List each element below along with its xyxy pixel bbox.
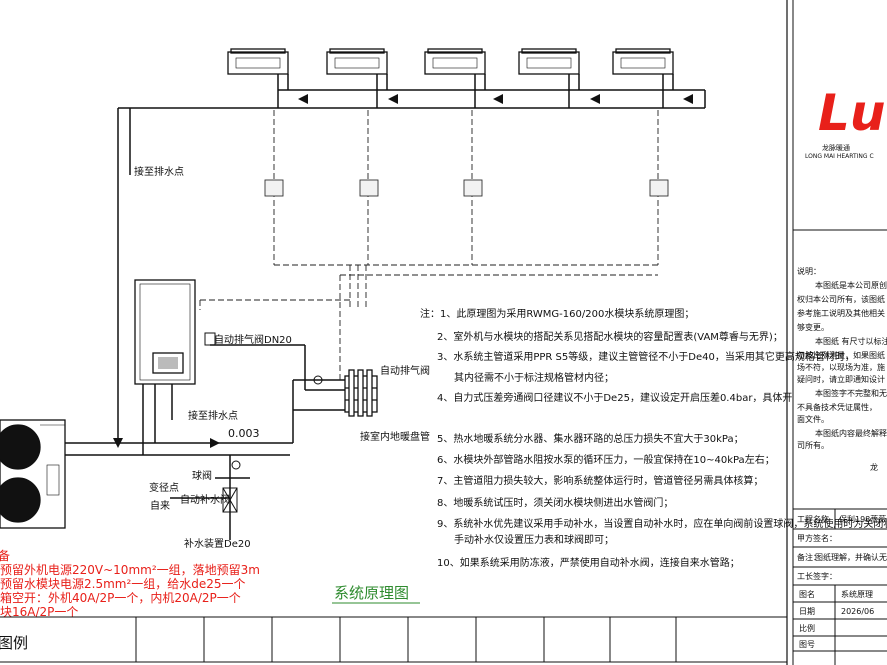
notes-line: 本图签字不完整和无照	[815, 388, 887, 398]
thermostat	[463, 179, 483, 197]
label-ball-valve: 球阀	[192, 469, 212, 482]
piping	[65, 74, 706, 540]
label-make-up-valve: 自动补水阀	[180, 493, 230, 506]
power-line: 预留外机电源220V~10mm²一组，落地预留3m	[0, 563, 260, 577]
make-up-valve	[222, 487, 238, 513]
thermostat	[359, 179, 379, 197]
flow-arrows	[113, 94, 693, 448]
notes-line: 司所有。	[797, 440, 829, 450]
notes-line: 勿按比例测量，如果图纸	[797, 350, 885, 360]
label-auto-vent: 自动排气阀DN20	[214, 333, 292, 346]
note-line: 4、自力式压差旁通阀口径建议不小于De25，建议设定开启压差0.4bar，具体开	[437, 391, 792, 404]
label-make-up-device: 补水装置De20	[184, 537, 251, 550]
note-line: 手动补水仅设置压力表和球阀即可；	[454, 533, 614, 546]
tb-label-client-sign: 甲方签名：	[797, 533, 837, 543]
notes-line: 面文件。	[797, 414, 829, 424]
thermostat	[649, 179, 669, 197]
wall-thermostats	[264, 179, 669, 197]
designer-sign: 龙	[870, 462, 878, 472]
label-drain-top: 接至排水点	[134, 165, 184, 178]
tb-label-foreman-sign: 工长签字：	[797, 571, 837, 581]
notes-title: 说明：	[797, 266, 821, 276]
tb-label-project: 工程名称	[797, 514, 829, 524]
note-line: 2、室外机与水模块的搭配关系见搭配水模块的容量配置表(VAM尊睿与无界)；	[437, 330, 783, 343]
valves	[204, 332, 323, 513]
notes-line: 权归本公司所有，该图纸	[797, 294, 885, 304]
notes-line: 本图纸是本公司原创，	[815, 280, 887, 290]
label-manifold: 接室内地暖盘管	[360, 430, 430, 443]
pressure-gauge	[313, 375, 323, 385]
label-pressure-point: 变径点	[149, 481, 179, 494]
pressure-gauge	[231, 460, 241, 470]
fan-coil-unit	[612, 48, 674, 75]
power-prefix: 备	[0, 549, 10, 563]
fan-coil-unit	[326, 48, 388, 75]
tb-label-scale: 比例	[799, 623, 815, 633]
notes-line: 够变更。	[797, 322, 829, 332]
power-line: 块16A/2P一个	[0, 605, 78, 619]
tb-label-remark: 备注：	[797, 552, 821, 562]
thermostat	[264, 179, 284, 197]
notes-line: 场不符，以现场为准，施	[797, 362, 885, 372]
water-module	[134, 279, 196, 385]
label-tap-water: 自来	[150, 499, 170, 512]
note-line: 6、水模块外部管路水阻按水泵的循环压力，一般宜保持在10~40kPa左右；	[437, 453, 775, 466]
note-line: 8、地暖系统试压时，须关闭水模块侧进出水管阀门；	[437, 496, 673, 509]
tb-value-project: 保利198蔷薇	[839, 514, 886, 524]
auto-vent-valve	[204, 332, 216, 346]
label-slope: 0.003	[228, 427, 260, 440]
outdoor-unit	[0, 419, 66, 529]
company-name-en: LONG MAI HEARTING C	[805, 153, 874, 160]
notes-line: 疑问时，请立即通知设计	[797, 374, 885, 384]
note-line: 3、水系统主管道采用PPR S5等级，建议主管管径不小于De40，当采用其它更高…	[437, 350, 855, 363]
tb-label-date: 日期	[799, 607, 815, 616]
fan-coil-unit	[424, 48, 486, 75]
legend-strip	[0, 616, 787, 663]
design-notes: 注：1、此原理图为采用RWMG-160/200水模块系统原理图； 2、室外机与水…	[420, 307, 887, 569]
note-line: 注：1、此原理图为采用RWMG-160/200水模块系统原理图；	[420, 307, 694, 320]
tb-value-remark: 图纸理解，并确认无	[815, 552, 887, 562]
tb-label-drawing-number: 图号	[799, 640, 815, 649]
note-line: 7、主管道阻力损失较大，影响系统整体运行时，管道管径另需具体核算；	[437, 474, 763, 487]
tb-label-drawing-name: 图名	[799, 589, 815, 599]
note-line: 9、系统补水优先建议采用手动补水，当设置自动补水时，应在单向阀前设置球阀，系统使…	[437, 517, 887, 530]
label-drain-mid: 接至排水点	[188, 409, 238, 422]
fan-coil-unit	[518, 48, 580, 75]
notes-line: 不具备技术凭证属性，	[797, 402, 877, 412]
fan-coil-unit	[227, 48, 289, 75]
tb-value-date: 2026/06	[841, 607, 874, 616]
notes-line: 参考施工说明及其他相关	[797, 308, 885, 318]
diagram-caption: 系统原理图	[334, 584, 409, 602]
legend-label: 图例	[0, 634, 28, 652]
note-line: 5、热水地暖系统分水器、集水器环路的总压力损失不宜大于30kPa；	[437, 432, 744, 445]
note-line: 10、如果系统采用防冻液，严禁使用自动补水阀，连接自来水管路；	[437, 556, 740, 569]
note-line: 其内径需不小于标注规格管材内径；	[454, 371, 614, 384]
diagram-labels: 接至排水点 自动排气阀DN20 自动排气阀 接至排水点 0.003 球阀 自动补…	[134, 165, 430, 550]
notes-line: 本图纸内容最终解释权	[815, 428, 887, 438]
power-line: 预留水模块电源2.5mm²一组，给水de25一个	[0, 577, 246, 591]
fan-coil-units	[227, 48, 674, 75]
label-auto-vent-right: 自动排气阀	[380, 364, 430, 377]
tb-value-drawing-name: 系统原理	[841, 589, 873, 599]
power-line: 箱空开：外机40A/2P一个，内机20A/2P一个	[0, 590, 241, 605]
floor-heating-manifold	[344, 369, 378, 417]
notes-line: 本图纸 有尺寸以标注	[815, 336, 887, 346]
power-notes: 备 预留外机电源220V~10mm²一组，落地预留3m 预留水模块电源2.5mm…	[0, 549, 260, 619]
company-name-cn: 龙脉暖通	[822, 143, 850, 152]
company-logo: Luni	[818, 84, 887, 142]
title-block: Luni 龙脉暖通 LONG MAI HEARTING C 说明： 本图纸是本公…	[793, 84, 887, 665]
